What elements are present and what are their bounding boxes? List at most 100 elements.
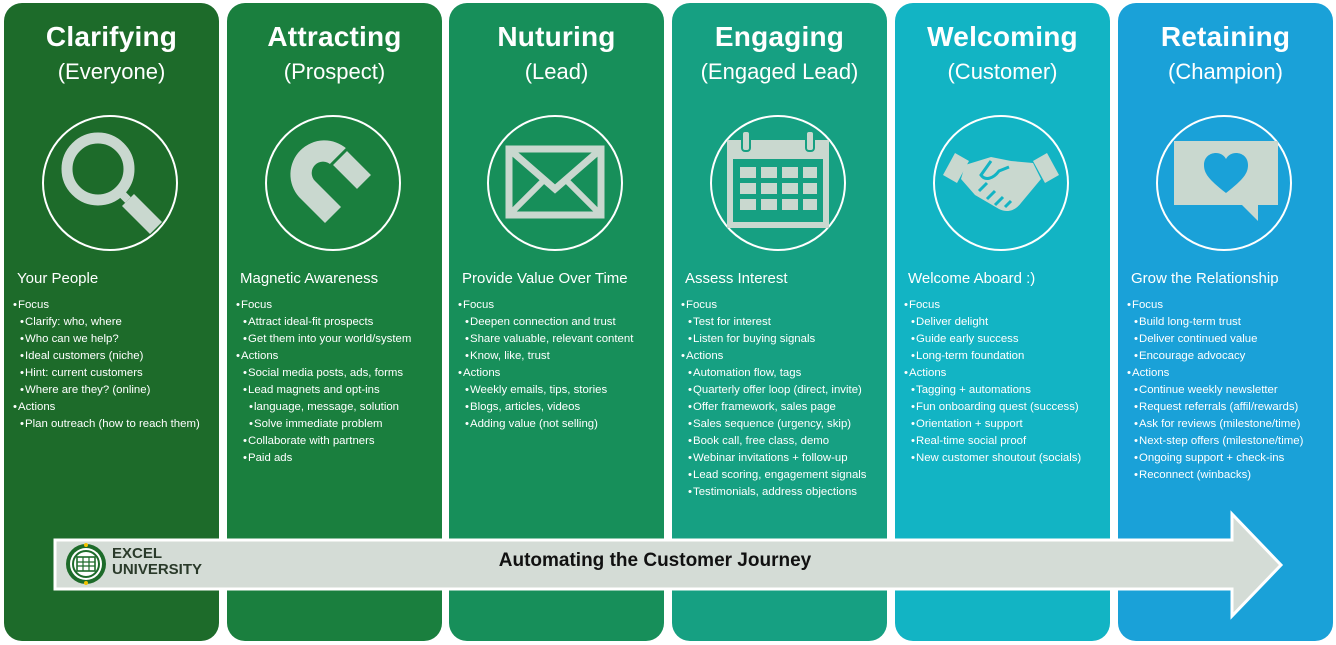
- bullet-dot: •: [911, 350, 915, 362]
- bullet-dot: •: [458, 299, 462, 311]
- stage-heading: Grow the Relationship: [1131, 270, 1279, 287]
- bullet-section-label: •Actions: [904, 365, 1108, 382]
- icon-ring: [487, 115, 623, 251]
- bullet-dot: •: [243, 452, 247, 464]
- bullet-text: Where are they? (online): [25, 384, 151, 396]
- stage-title: Engaging: [714, 21, 845, 52]
- bullet-item: •Fun onboarding quest (success): [904, 399, 1108, 416]
- bullet-item: •Sales sequence (urgency, skip): [681, 416, 885, 433]
- bullet-dot: •: [465, 316, 469, 328]
- stage-subtitle: (Lead): [524, 59, 589, 84]
- bullet-text: Actions: [909, 367, 947, 379]
- stage-bullet-list: •Focus•Attract ideal-fit prospects•Get t…: [236, 297, 440, 467]
- bullet-section-label: •Focus: [236, 297, 440, 314]
- bullet-dot: •: [681, 350, 685, 362]
- bullet-section-label: •Actions: [1127, 365, 1331, 382]
- bullet-text: Focus: [463, 299, 495, 311]
- bullet-item: •Next-step offers (milestone/time): [1127, 433, 1331, 450]
- bullet-dot: •: [236, 350, 240, 362]
- bullet-dot: •: [1134, 316, 1138, 328]
- bullet-item: •Listen for buying signals: [681, 331, 885, 348]
- magnifying-glass-icon: [61, 132, 163, 235]
- bullet-dot: •: [13, 299, 17, 311]
- bullet-dot: •: [249, 418, 253, 430]
- bullet-dot: •: [911, 316, 915, 328]
- bullet-dot: •: [688, 384, 692, 396]
- bullet-dot: •: [243, 316, 247, 328]
- bullet-dot: •: [249, 401, 253, 413]
- bullet-item: •Who can we help?: [13, 331, 217, 348]
- bullet-dot: •: [20, 384, 24, 396]
- bullet-item: •Real-time social proof: [904, 433, 1108, 450]
- stage-title: Nuturing: [497, 21, 616, 52]
- bullet-text: Next-step offers (milestone/time): [1139, 435, 1304, 447]
- bullet-text: Hint: current customers: [25, 367, 143, 379]
- bullet-section-label: •Focus: [681, 297, 885, 314]
- bullet-text: Deliver continued value: [1139, 333, 1258, 345]
- stage-heading: Provide Value Over Time: [462, 270, 628, 287]
- stage-subtitle: (Engaged Lead): [700, 59, 859, 84]
- bullet-dot: •: [911, 435, 915, 447]
- bullet-item: •Ask for reviews (milestone/time): [1127, 416, 1331, 433]
- logo-line2: UNIVERSITY: [112, 561, 203, 578]
- bullet-text: Actions: [686, 350, 724, 362]
- stage-heading: Assess Interest: [685, 270, 788, 287]
- bullet-text: Continue weekly newsletter: [1139, 384, 1278, 396]
- bullet-text: Ideal customers (niche): [25, 350, 144, 362]
- icon-ring: [1156, 115, 1292, 251]
- bullet-dot: •: [688, 401, 692, 413]
- stage-bullet-list: •Focus•Build long-term trust•Deliver con…: [1127, 297, 1331, 484]
- bullet-text: Tagging + automations: [916, 384, 1031, 396]
- stage-bullet-list: •Focus•Deepen connection and trust•Share…: [458, 297, 662, 433]
- stage-bullet-list: •Focus•Clarify: who, where•Who can we he…: [13, 297, 217, 433]
- bullet-section-label: •Focus: [904, 297, 1108, 314]
- bullet-dot: •: [465, 333, 469, 345]
- bullet-dot: •: [688, 367, 692, 379]
- bullet-item: •Encourage advocacy: [1127, 348, 1331, 365]
- bullet-item: •Quarterly offer loop (direct, invite): [681, 382, 885, 399]
- bullet-dot: •: [20, 316, 24, 328]
- icon-ring: [933, 115, 1069, 251]
- icon-ring: [42, 115, 178, 251]
- icon-ring: [265, 115, 401, 251]
- bullet-text: Social media posts, ads, forms: [248, 367, 404, 379]
- bullet-text: Test for interest: [693, 316, 771, 328]
- bullet-item: •Testimonials, address objections: [681, 484, 885, 501]
- stage-column-welcoming: Welcoming (Customer) Welcome Aboard :) •…: [895, 3, 1110, 641]
- bullet-section-label: •Focus: [1127, 297, 1331, 314]
- bullet-item: •Clarify: who, where: [13, 314, 217, 331]
- bullet-text: Share valuable, relevant content: [470, 333, 634, 345]
- bullet-dot: •: [904, 367, 908, 379]
- magnet-icon: [290, 140, 376, 223]
- bullet-dot: •: [465, 350, 469, 362]
- bullet-item: •Book call, free class, demo: [681, 433, 885, 450]
- bullet-dot: •: [1127, 367, 1131, 379]
- bullet-dot: •: [236, 299, 240, 311]
- bullet-dot: •: [1134, 418, 1138, 430]
- bullet-item: •Attract ideal-fit prospects: [236, 314, 440, 331]
- bullet-text: Solve immediate problem: [254, 418, 383, 430]
- bullet-dot: •: [1134, 350, 1138, 362]
- bullet-text: Quarterly offer loop (direct, invite): [693, 384, 862, 396]
- bullet-item: •Get them into your world/system: [236, 331, 440, 348]
- bullet-text: New customer shoutout (socials): [916, 452, 1082, 464]
- bullet-dot: •: [243, 435, 247, 447]
- bullet-item: •Paid ads: [236, 450, 440, 467]
- bullet-text: Focus: [1132, 299, 1164, 311]
- bullet-text: Weekly emails, tips, stories: [470, 384, 608, 396]
- bullet-section-label: •Actions: [13, 399, 217, 416]
- bullet-text: Request referrals (affil/rewards): [1139, 401, 1299, 413]
- bullet-dot: •: [688, 452, 692, 464]
- bullet-text: Deliver delight: [916, 316, 989, 328]
- bullet-dot: •: [20, 350, 24, 362]
- bullet-dot: •: [911, 452, 915, 464]
- bullet-text: Clarify: who, where: [25, 316, 122, 328]
- bullet-text: Collaborate with partners: [248, 435, 375, 447]
- handshake-icon: [943, 153, 1059, 211]
- bullet-dot: •: [911, 384, 915, 396]
- banner-title: Automating the Customer Journey: [498, 550, 812, 571]
- bullet-dot: •: [1134, 333, 1138, 345]
- bullet-text: Actions: [241, 350, 279, 362]
- bullet-item: •Offer framework, sales page: [681, 399, 885, 416]
- bullet-text: Sales sequence (urgency, skip): [693, 418, 852, 430]
